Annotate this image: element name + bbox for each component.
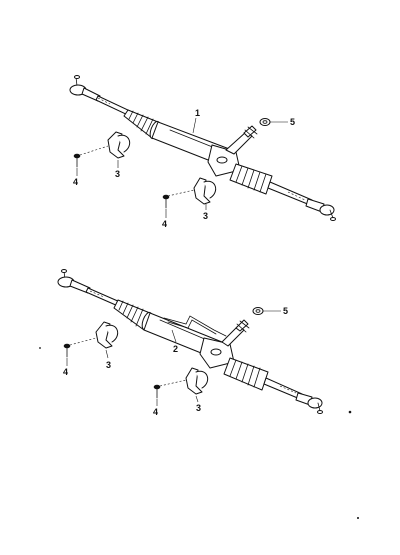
upper-bolt-left (73, 145, 109, 168)
upper-callout-bolt-right: 4 (162, 219, 167, 229)
lower-clamp-left (95, 321, 119, 349)
upper-clamp-left (107, 131, 131, 159)
lower-bolt-right (153, 379, 187, 399)
upper-clamp-right (193, 177, 217, 205)
lower-left-tie-rod (85, 287, 121, 307)
upper-callout-bolt-left: 4 (73, 177, 78, 187)
lower-bolt-left (63, 337, 97, 358)
lower-callout-bolt-left: 4 (63, 367, 68, 377)
upper-callout-clamp-right: 3 (203, 211, 208, 221)
lower-hydraulic-lines (163, 315, 227, 337)
upper-pinion-housing (207, 125, 258, 177)
scan-specks (39, 347, 359, 519)
upper-left-tie-rod-end (69, 75, 101, 102)
lower-pinion-housing (199, 319, 250, 369)
lower-seal-cap (252, 307, 264, 315)
upper-bolt-right (162, 189, 195, 209)
upper-callout-seal-cap: 5 (290, 117, 295, 127)
lower-steering-rack-assembly: 2 5 3 3 4 4 (57, 269, 323, 417)
lower-clamp-right (185, 367, 209, 395)
lower-callout-bolt-right: 4 (153, 407, 158, 417)
upper-right-tie-rod-end (305, 198, 336, 221)
upper-seal-cap (259, 118, 271, 126)
upper-steering-rack-assembly: 1 5 3 3 4 4 (69, 75, 336, 229)
upper-left-tie-rod (95, 95, 131, 116)
upper-callout-clamp-left: 3 (115, 169, 120, 179)
upper-callout-rack-housing: 1 (195, 108, 200, 118)
upper-right-tie-rod (267, 181, 313, 206)
lower-callout-clamp-left: 3 (106, 360, 111, 370)
lower-callout-rack-housing: 2 (173, 344, 178, 354)
upper-right-bellows-boot (229, 163, 273, 195)
lower-right-tie-rod-end (295, 392, 323, 414)
lower-callout-clamp-right: 3 (196, 403, 201, 413)
lower-right-tie-rod (263, 377, 303, 400)
lower-right-bellows-boot (223, 357, 269, 391)
lower-left-tie-rod-end (57, 269, 91, 294)
lower-callout-seal-cap: 5 (283, 306, 288, 316)
